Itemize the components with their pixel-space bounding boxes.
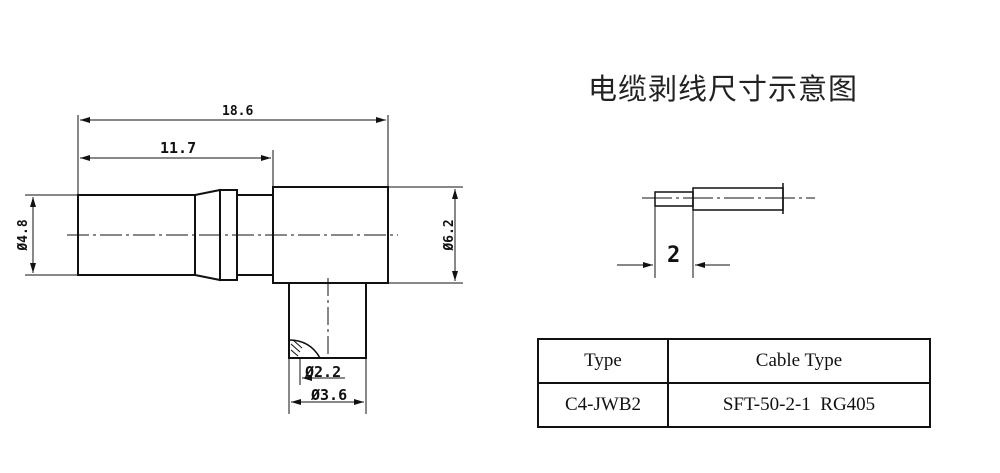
connector-outline xyxy=(77,186,389,359)
dim-inner-diameter: Ø2.2 xyxy=(304,363,341,381)
dim-right-diameter: Ø6.2 xyxy=(442,219,457,251)
header-cable-type: Cable Type xyxy=(667,338,931,384)
header-type: Type xyxy=(537,338,669,384)
cell-type: C4-JWB2 xyxy=(537,382,669,428)
cell-cable-type: SFT-50-2-1 RG405 xyxy=(667,382,931,428)
dim-body-length: 11.7 xyxy=(160,139,196,157)
dim-left-diameter: Ø4.8 xyxy=(16,219,31,251)
dim-strip-length: 2 xyxy=(667,243,680,268)
page-title: 电缆剥线尺寸示意图 xyxy=(588,72,859,106)
dim-outer-diameter: Ø3.6 xyxy=(310,386,347,404)
dim-overall-length: 18.6 xyxy=(222,104,253,119)
dimension-lines xyxy=(25,115,463,414)
table-header-row: Type Cable Type xyxy=(537,338,931,384)
table-row: C4-JWB2 SFT-50-2-1 RG405 xyxy=(537,382,931,428)
strip-diagram xyxy=(617,183,815,278)
center-lines xyxy=(67,234,398,358)
cable-type-table: Type Cable Type C4-JWB2 SFT-50-2-1 RG405 xyxy=(537,338,931,428)
